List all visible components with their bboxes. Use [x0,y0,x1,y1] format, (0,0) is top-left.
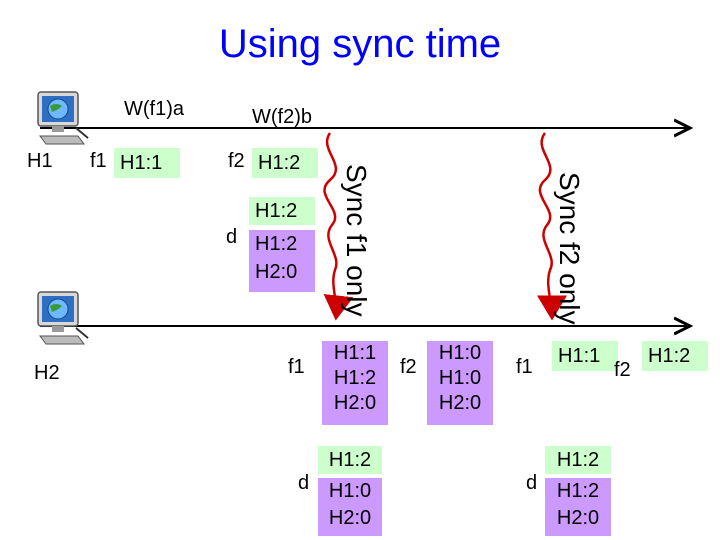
version-line: H1:2 [556,480,600,502]
h2-s1-d-label: d [298,472,310,494]
h1-d-version-purple: H1:2 H2:0 [249,230,315,292]
sync2-arrow [536,132,567,321]
h1-d-line: H1:2 [255,233,298,255]
computer-icon [32,88,92,148]
h2-s2-f2-version: H1:2 [642,341,708,371]
computer-icon [32,288,92,348]
h2-s1-f1-label: f1 [288,356,305,378]
h1-f2-version: H1:2 [252,148,318,178]
h2-s2-d-version-purple: H1:2 H2:0 [545,478,611,536]
h1-f1-label: f1 [90,150,107,172]
h2-s2-f1-version: H1:1 [552,341,618,371]
version-line: H1:2 [333,367,377,389]
sync2-label: Sync f2 only [554,172,585,325]
host-h1-label: H1 [27,150,53,172]
version-line: H2:0 [438,392,482,414]
h1-d-line: H2:0 [255,261,298,283]
host-h2-label: H2 [34,362,60,384]
page-title: Using sync time [218,22,502,66]
version-line: H2:0 [556,507,600,529]
h2-s2-d-label: d [526,472,538,494]
version-line: H1:1 [333,342,377,364]
version-line: H1:0 [438,367,482,389]
version-line: H2:0 [328,507,372,529]
h2-s2-d-version-green: H1:2 [545,446,611,474]
sync1-label: Sync f1 only [341,164,372,317]
version-line: H1:0 [328,480,372,502]
h2-s1-f1-version: H1:1 H1:2 H2:0 [322,341,388,425]
h2-s2-f1-label: f1 [516,356,533,378]
h2-s2-f2-label: f2 [614,359,631,381]
h1-f2-label: f2 [228,150,245,172]
h1-f1-version: H1:1 [114,148,180,178]
h2-s1-f2-label: f2 [400,356,417,378]
write-f1-label: W(f1)a [124,98,184,120]
sync1-arrow [323,132,354,321]
h2-s1-f2-version: H1:0 H1:0 H2:0 [427,341,493,425]
h2-s1-d-version-green: H1:2 [318,446,382,474]
h1-d-label: d [226,226,238,248]
h1-d-version-green: H1:2 [249,197,315,225]
version-line: H2:0 [333,392,377,414]
h2-s1-d-version-purple: H1:0 H2:0 [318,478,382,536]
version-line: H1:0 [438,342,482,364]
write-f2-label: W(f2)b [252,106,312,128]
